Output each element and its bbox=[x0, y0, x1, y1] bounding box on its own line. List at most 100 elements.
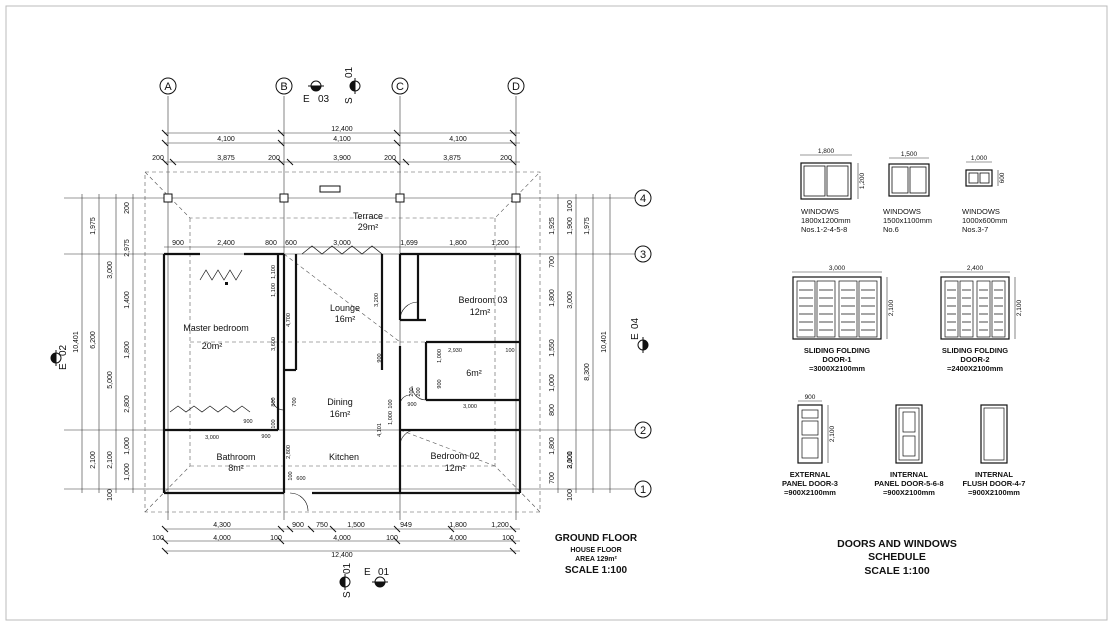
svg-text:900: 900 bbox=[243, 419, 252, 425]
svg-text:800: 800 bbox=[271, 397, 277, 406]
svg-text:04: 04 bbox=[630, 317, 641, 329]
svg-text:2,100: 2,100 bbox=[888, 299, 895, 316]
svg-text:01: 01 bbox=[378, 567, 390, 578]
svg-text:200: 200 bbox=[152, 155, 164, 162]
svg-text:1,800: 1,800 bbox=[449, 240, 467, 247]
svg-text:WINDOWS: WINDOWS bbox=[883, 207, 921, 216]
window-type-6: 1,500 WINDOWS 1500x1100mm No.6 bbox=[883, 151, 932, 234]
svg-text:=900X2100mm: =900X2100mm bbox=[784, 488, 836, 497]
svg-text:100: 100 bbox=[386, 535, 398, 542]
door-swings bbox=[271, 301, 427, 512]
left-dimension-texts: 10,401 6,200 2,100 1,975 3,000 2,100 5,0… bbox=[73, 202, 131, 501]
svg-text:HOUSE FLOOR: HOUSE FLOOR bbox=[570, 547, 621, 554]
svg-text:INTERNAL: INTERNAL bbox=[890, 470, 928, 479]
svg-text:3,200: 3,200 bbox=[374, 293, 380, 307]
svg-text:1,800: 1,800 bbox=[449, 522, 467, 529]
svg-text:100: 100 bbox=[152, 535, 164, 542]
svg-text:3,000: 3,000 bbox=[205, 435, 219, 441]
room-area-dining: 16m² bbox=[330, 409, 351, 419]
room-name-bedroom-02: Bedroom 02 bbox=[430, 451, 479, 461]
svg-text:1800x1200mm: 1800x1200mm bbox=[801, 216, 851, 225]
dim-top-span-1: 4,100 bbox=[217, 136, 235, 143]
svg-text:1,550: 1,550 bbox=[549, 339, 556, 357]
svg-text:200: 200 bbox=[500, 155, 512, 162]
svg-text:900: 900 bbox=[407, 402, 416, 408]
svg-text:100: 100 bbox=[505, 348, 514, 354]
right-dimension-texts: 10,401 8,300 1,975 1,925 3,000 2,100 100… bbox=[549, 200, 608, 501]
svg-text:2,100: 2,100 bbox=[567, 451, 574, 469]
section-marker-s01-top: S 01 bbox=[344, 66, 361, 104]
grid-label-4: 4 bbox=[640, 193, 646, 205]
svg-text:1,000: 1,000 bbox=[971, 155, 988, 162]
svg-text:5,000: 5,000 bbox=[107, 371, 114, 389]
svg-text:900: 900 bbox=[172, 240, 184, 247]
svg-text:03: 03 bbox=[318, 94, 330, 105]
svg-text:10,401: 10,401 bbox=[73, 331, 80, 353]
room-name-dining: Dining bbox=[327, 397, 353, 407]
svg-text:2,400: 2,400 bbox=[217, 240, 235, 247]
svg-text:2,100: 2,100 bbox=[107, 451, 114, 469]
dimension-ticks bbox=[161, 129, 517, 555]
door-type-1: 3,000 2,100 SLIDING FOLDING DOOR-1 =3000… bbox=[792, 265, 895, 373]
svg-text:800: 800 bbox=[265, 240, 277, 247]
room-labels: Terrace 29m² Master bedroom 20m² Lounge … bbox=[183, 211, 507, 473]
svg-text:=900X2100mm: =900X2100mm bbox=[883, 488, 935, 497]
svg-text:WINDOWS: WINDOWS bbox=[801, 207, 839, 216]
svg-text:01: 01 bbox=[344, 66, 355, 78]
room-area-terrace: 29m² bbox=[358, 222, 379, 232]
room-name-bathroom: Bathroom bbox=[216, 452, 255, 462]
svg-text:700: 700 bbox=[549, 472, 556, 484]
svg-text:S: S bbox=[344, 97, 355, 104]
svg-text:949: 949 bbox=[400, 522, 412, 529]
svg-text:4,000: 4,000 bbox=[213, 535, 231, 542]
schedule-scale: SCALE 1:100 bbox=[864, 565, 930, 577]
room-area-lounge: 16m² bbox=[335, 314, 356, 324]
svg-text:WINDOWS: WINDOWS bbox=[962, 207, 1000, 216]
svg-text:=3000X2100mm: =3000X2100mm bbox=[809, 364, 865, 373]
grid-label-b: B bbox=[280, 81, 287, 93]
svg-text:3,001: 3,001 bbox=[567, 451, 574, 469]
svg-text:100: 100 bbox=[288, 471, 294, 480]
svg-text:800: 800 bbox=[549, 404, 556, 416]
svg-text:700: 700 bbox=[549, 256, 556, 268]
svg-text:900: 900 bbox=[437, 379, 443, 388]
room-name-terrace: Terrace bbox=[353, 211, 383, 221]
grid-label-1: 1 bbox=[640, 484, 646, 496]
svg-text:1,400: 1,400 bbox=[124, 291, 131, 309]
ground-floor-title-block: GROUND FLOOR HOUSE FLOOR AREA 129m² SCAL… bbox=[555, 533, 638, 576]
dim-top-overall: 12,400 bbox=[331, 126, 353, 133]
svg-text:01: 01 bbox=[342, 562, 353, 574]
svg-text:1,699: 1,699 bbox=[400, 240, 418, 247]
svg-text:1,900: 1,900 bbox=[567, 217, 574, 235]
room-name-kitchen: Kitchen bbox=[329, 452, 359, 462]
svg-text:100: 100 bbox=[270, 535, 282, 542]
svg-text:200: 200 bbox=[384, 155, 396, 162]
room-name-master-bedroom: Master bedroom bbox=[183, 323, 249, 333]
bottom-dimension-texts: 4,300 900 750 1,500 949 1,800 1,200 100 … bbox=[152, 522, 514, 559]
schedule-title: DOORS AND WINDOWS bbox=[837, 538, 957, 550]
grid-label-3: 3 bbox=[640, 249, 646, 261]
svg-text:2,800: 2,800 bbox=[286, 445, 292, 459]
svg-text:E: E bbox=[364, 567, 371, 578]
svg-text:1,100: 1,100 bbox=[271, 265, 277, 279]
svg-text:100: 100 bbox=[502, 535, 514, 542]
svg-text:E: E bbox=[630, 333, 641, 340]
svg-text:1,200: 1,200 bbox=[491, 522, 509, 529]
svg-text:=900X2100mm: =900X2100mm bbox=[968, 488, 1020, 497]
svg-text:1,000: 1,000 bbox=[124, 463, 131, 481]
door-type-5: INTERNAL PANEL DOOR-5-6-8 =900X2100mm bbox=[874, 404, 944, 497]
furniture-markers bbox=[225, 282, 228, 285]
svg-text:No.6: No.6 bbox=[883, 225, 899, 234]
svg-text:900: 900 bbox=[292, 522, 304, 529]
svg-text:4,000: 4,000 bbox=[449, 535, 467, 542]
svg-text:1,800: 1,800 bbox=[818, 148, 835, 155]
svg-text:1,200: 1,200 bbox=[859, 172, 866, 189]
svg-text:100: 100 bbox=[567, 200, 574, 212]
svg-text:200: 200 bbox=[416, 387, 422, 396]
dim-bottom-overall: 12,400 bbox=[331, 552, 353, 559]
top-dimension-texts: 12,400 4,100 4,100 4,100 200 3,875 200 3… bbox=[152, 126, 512, 247]
svg-text:Nos.3-7: Nos.3-7 bbox=[962, 225, 988, 234]
svg-text:1,800: 1,800 bbox=[549, 289, 556, 307]
svg-text:3,000: 3,000 bbox=[333, 240, 351, 247]
room-area-store: 6m² bbox=[466, 368, 482, 378]
